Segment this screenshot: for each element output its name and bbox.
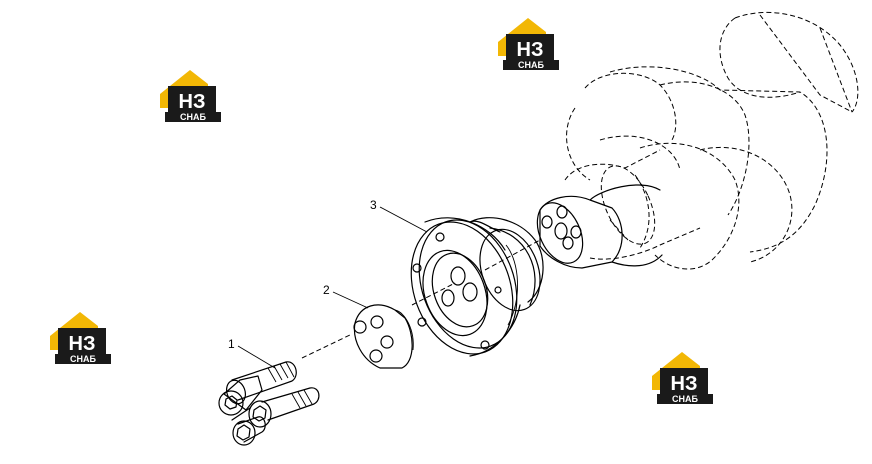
svg-text:НЗ: НЗ <box>671 373 698 395</box>
svg-text:СНАБ: СНАБ <box>672 394 698 404</box>
svg-text:СНАБ: СНАБ <box>70 354 96 364</box>
svg-text:2: 2 <box>323 283 330 297</box>
assembly-axis-line <box>301 239 541 359</box>
watermark-logo: НЗ СНАБ <box>652 352 713 404</box>
svg-text:3: 3 <box>370 198 377 212</box>
svg-text:СНАБ: СНАБ <box>180 112 206 122</box>
callout-2: 2 <box>323 283 369 309</box>
svg-text:1: 1 <box>228 337 235 351</box>
callout-1: 1 <box>228 337 276 369</box>
svg-text:НЗ: НЗ <box>179 91 206 113</box>
bolt-set <box>218 361 320 446</box>
watermark-logo: НЗ СНАБ <box>498 18 559 70</box>
svg-text:НЗ: НЗ <box>69 333 96 355</box>
watermark-logo: НЗ СНАБ <box>50 312 111 364</box>
callout-3: 3 <box>370 198 428 233</box>
crankshaft-outline <box>564 12 859 270</box>
svg-text:НЗ: НЗ <box>517 39 544 61</box>
washer-plate <box>353 304 414 369</box>
watermark-logo: НЗ СНАБ <box>160 70 221 122</box>
svg-text:СНАБ: СНАБ <box>518 60 544 70</box>
crankshaft-hub <box>410 217 544 357</box>
crank-nose-flange <box>536 184 663 269</box>
